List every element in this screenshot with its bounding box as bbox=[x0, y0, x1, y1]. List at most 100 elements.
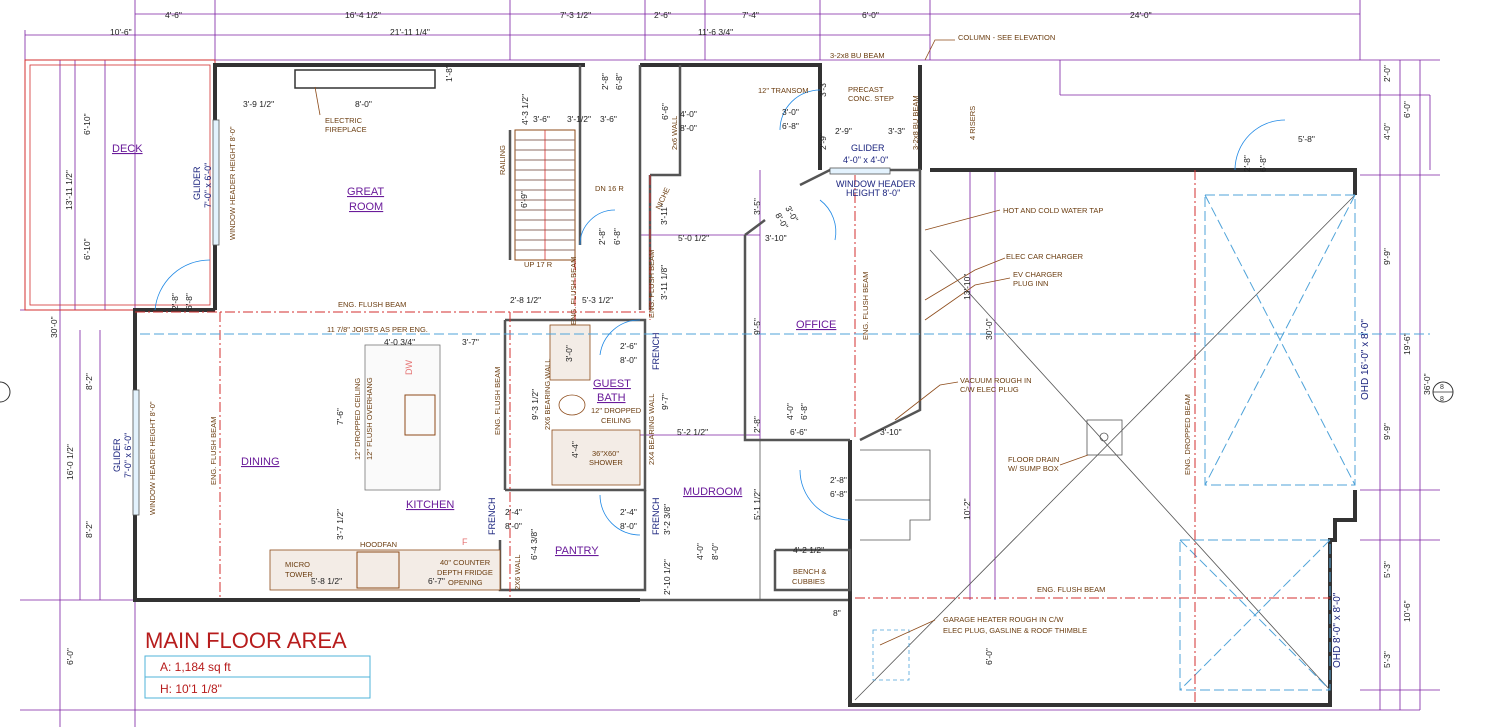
dim-bath-a: 2'-8 1/2" bbox=[510, 295, 541, 305]
note-french-1: FRENCH bbox=[651, 333, 661, 371]
dim-top-1: 4'-6" bbox=[165, 10, 182, 20]
note-vacuum-1: VACUUM ROUGH IN bbox=[960, 376, 1032, 385]
glider-dining bbox=[132, 389, 140, 516]
note-ev-2: PLUG INN bbox=[1013, 279, 1048, 288]
note-wall-2x6-b: 2X6 WALL bbox=[513, 554, 522, 590]
note-bench-1: BENCH & bbox=[793, 567, 826, 576]
dim-bath-f: 9'-3 1/2" bbox=[530, 389, 540, 420]
dim-m-c: 6'-8" bbox=[830, 489, 847, 499]
note-bath-dropped-1: 12" DROPPED bbox=[591, 406, 642, 415]
door-swings bbox=[154, 89, 1286, 536]
dim-of-i: 4'-0" bbox=[785, 403, 795, 420]
note-dropped-beam: ENG. DROPPED BEAM bbox=[1183, 394, 1192, 475]
dim-p-b: 8'-0" bbox=[505, 521, 522, 531]
dim-p-e: 8'-0" bbox=[620, 521, 637, 531]
dim-bath-h: 9'-7" bbox=[660, 393, 670, 410]
room-dining: DINING bbox=[241, 456, 280, 468]
dim-st-c: 3'-1/2" bbox=[567, 114, 591, 124]
dim-door-gr-a: 2'-8" bbox=[170, 293, 180, 310]
dim-left-d: 8'-2" bbox=[84, 521, 94, 538]
dim-g-c: 10'-2" bbox=[962, 498, 972, 520]
ohd-bottom: OHD 8'-0" x 8'-0" bbox=[1332, 592, 1343, 668]
dim-k-c: 6'-7" bbox=[428, 576, 445, 586]
dim-isl-a: 4'-0 3/4" bbox=[384, 337, 415, 347]
stairs bbox=[514, 129, 576, 261]
note-bath-dropped-2: CEILING bbox=[601, 416, 631, 425]
glider-great-room bbox=[212, 119, 220, 246]
dim-top-8: 10'-6" bbox=[110, 27, 132, 37]
note-bench-2: CUBBIES bbox=[792, 577, 825, 586]
note-beam-top: 3-2x8 BU BEAM bbox=[830, 51, 885, 60]
dim-hall-b: 3'-11" bbox=[659, 204, 669, 225]
dim-r-j: 9'-9" bbox=[1382, 423, 1392, 440]
note-f: F bbox=[462, 537, 468, 547]
dim-m-g: 4'-2 1/2" bbox=[793, 545, 824, 555]
note-heater-1: GARAGE HEATER ROUGH IN C/W bbox=[943, 615, 1064, 624]
dim-gr-c: 1'-8" bbox=[444, 65, 454, 82]
room-kitchen: KITCHEN bbox=[406, 499, 454, 511]
area-h: H: 10'1 1/8" bbox=[160, 682, 222, 696]
room-mudroom: MUDROOM bbox=[683, 486, 742, 498]
dim-left-b: 8'-2" bbox=[84, 373, 94, 390]
section-marker-letter: 8 bbox=[1440, 396, 1444, 403]
section-marker-num: 8 bbox=[1440, 384, 1444, 391]
room-guest-2: BATH bbox=[597, 392, 626, 404]
note-french-2: FRENCH bbox=[487, 498, 497, 536]
section-marker: 8 8 bbox=[0, 381, 1454, 403]
dim-r-g: 9'-9" bbox=[1382, 248, 1392, 265]
dim-p-g: 2'-10 1/2" bbox=[662, 559, 672, 595]
dim-r-k: 5'-3" bbox=[1382, 561, 1392, 578]
note-dw: DW bbox=[404, 360, 414, 375]
note-heater-2: ELEC PLUG, GASLINE & ROOF THIMBLE bbox=[943, 626, 1087, 635]
glider-office bbox=[829, 167, 891, 175]
kitchen-sink bbox=[404, 394, 436, 436]
dim-r-b: 6'-8" bbox=[1258, 155, 1268, 172]
note-fridge-1: 40" COUNTER bbox=[440, 558, 491, 567]
dimension-lines bbox=[20, 0, 1440, 727]
note-hot-cold: HOT AND COLD WATER TAP bbox=[1003, 206, 1103, 215]
note-beam-office: ENG. FLUSH BEAM bbox=[861, 272, 870, 340]
note-beam-hall: ENG. FLUSH BEAM bbox=[647, 250, 656, 318]
dim-isl-c: 7'-6" bbox=[335, 408, 345, 425]
dim-tr-b: 6'-8" bbox=[782, 121, 799, 131]
note-beam-mid: ENG. FLUSH BEAM bbox=[338, 300, 406, 309]
dim-of-a: 2'-9" bbox=[835, 126, 852, 136]
dim-closet-a: 4'-0" bbox=[680, 109, 697, 119]
note-window-header-dining: WINDOW HEADER HEIGHT 8'-0" bbox=[148, 401, 157, 515]
beam-lines bbox=[135, 170, 1430, 705]
note-drain-1: FLOOR DRAIN bbox=[1008, 455, 1059, 464]
dim-st-b: 3'-6" bbox=[533, 114, 550, 124]
dim-bath-b: 5'-3 1/2" bbox=[582, 295, 613, 305]
dim-st-a: 4'-3 1/2" bbox=[520, 94, 530, 125]
dim-deck-b: 13'-11 1/2" bbox=[64, 170, 74, 210]
dim-of-c: 2'-9" bbox=[818, 133, 828, 150]
note-glider-gr-size: 7'-0" x 6'-0" bbox=[203, 163, 213, 208]
note-railing: RAILING bbox=[498, 145, 507, 175]
note-glider-office-size: 4'-0" x 4'-0" bbox=[843, 155, 888, 165]
note-beam-side: 3-2x8 BU BEAM bbox=[911, 95, 920, 150]
dim-closet-b: 8'-0" bbox=[680, 123, 697, 133]
deck-outline bbox=[24, 59, 216, 311]
room-guest-1: GUEST bbox=[593, 378, 631, 390]
dim-tr-a: 3'-0" bbox=[782, 107, 799, 117]
dim-r-d: 2'-0" bbox=[1382, 65, 1392, 82]
dim-top-7: 24'-0" bbox=[1130, 10, 1152, 20]
dim-top-5: 7'-4" bbox=[742, 10, 759, 20]
dim-r-c: 5'-8" bbox=[1298, 134, 1315, 144]
room-labels: DECK GREAT ROOM DINING KITCHEN PANTRY MU… bbox=[112, 143, 836, 557]
note-micro-2: TOWER bbox=[285, 570, 313, 579]
note-transom: 12" TRANSOM bbox=[758, 86, 808, 95]
dim-isl-b: 3'-7" bbox=[462, 337, 479, 347]
dim-top-9: 21'-11 1/4" bbox=[390, 27, 430, 37]
dim-m-d: 5'-1 1/2" bbox=[752, 489, 762, 520]
dim-st-d: 3'-6" bbox=[600, 114, 617, 124]
note-dropped-1: 12" DROPPED CEILING bbox=[353, 378, 362, 460]
dim-of-d: 3'-5" bbox=[752, 198, 762, 215]
note-fireplace-2: FIREPLACE bbox=[325, 125, 367, 134]
dim-top-2: 16'-4 1/2" bbox=[345, 10, 381, 20]
room-great-2: ROOM bbox=[349, 201, 383, 213]
dim-deck-a: 6'-10" bbox=[82, 113, 92, 135]
dim-m-a: 5'-2 1/2" bbox=[677, 427, 708, 437]
leader-lines bbox=[314, 39, 1089, 646]
note-car-charger: ELEC CAR CHARGER bbox=[1006, 252, 1084, 261]
